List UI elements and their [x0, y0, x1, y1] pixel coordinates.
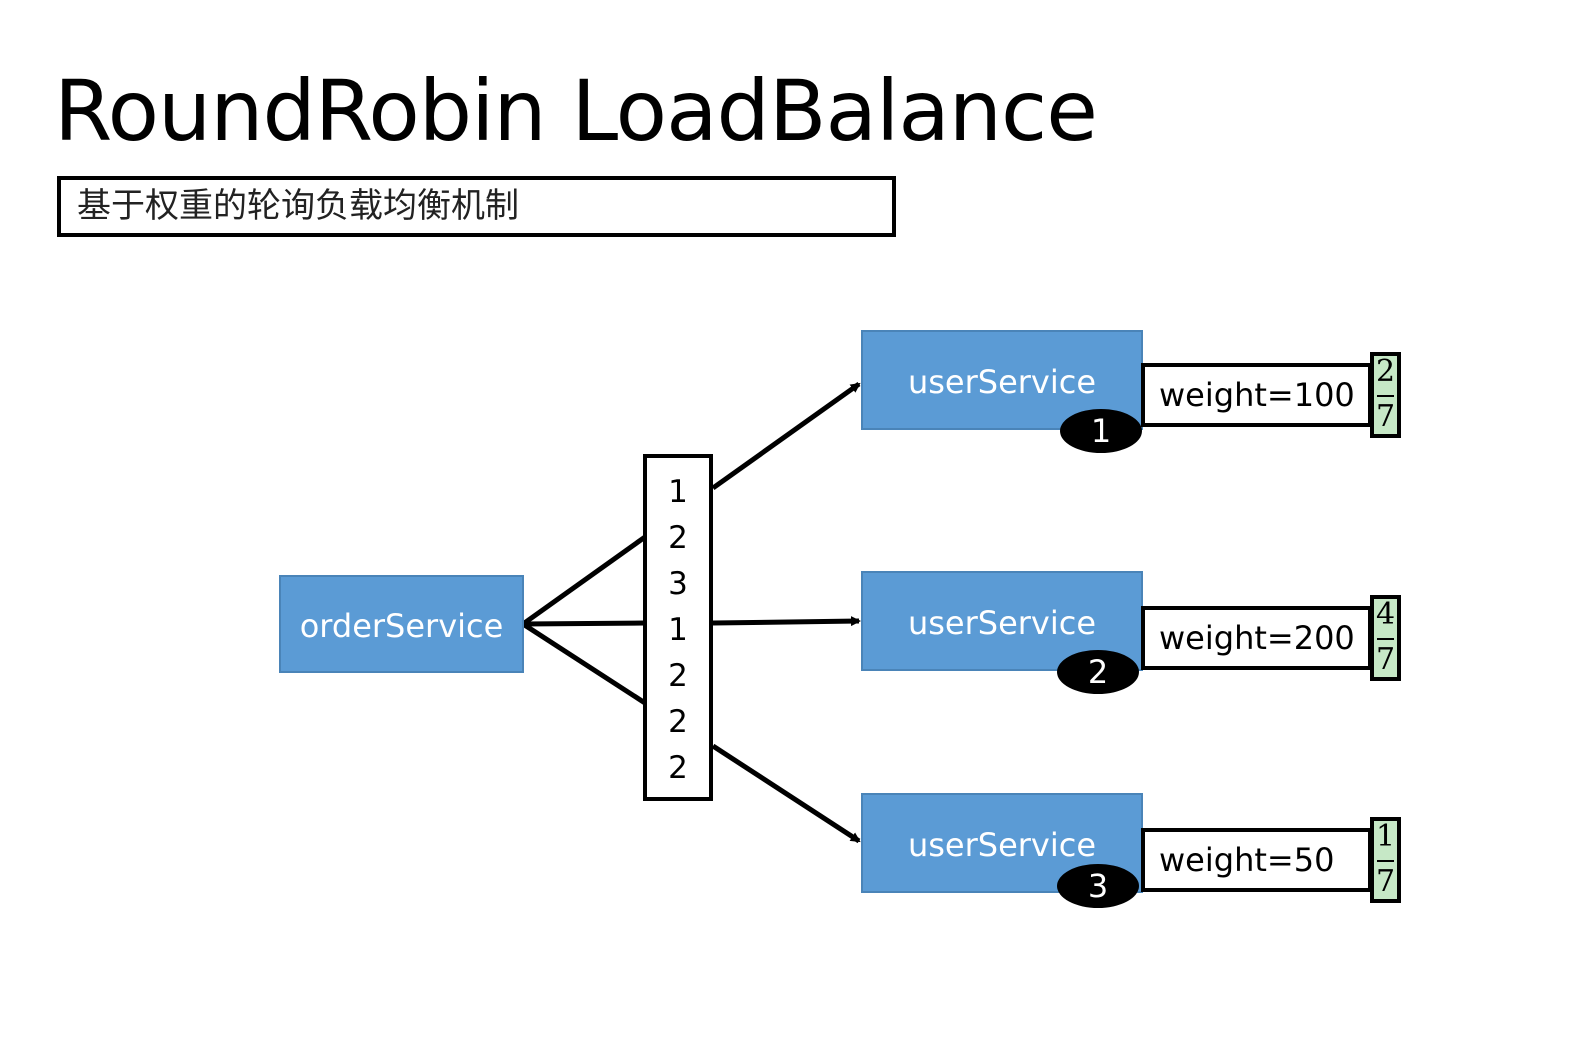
queue-item: 3 — [668, 566, 688, 602]
fraction-denominator: 7 — [1375, 864, 1396, 899]
subtitle-text: 基于权重的轮询负载均衡机制 — [77, 186, 519, 226]
queue-item: 2 — [668, 750, 688, 786]
user-service-badge-1: 1 — [1060, 409, 1142, 453]
fraction-box-1: 2 7 — [1370, 352, 1401, 438]
page-title: RoundRobin LoadBalance — [54, 62, 1098, 160]
fraction-numerator: 1 — [1375, 819, 1396, 854]
user-service-label: userService — [907, 363, 1097, 401]
user-service-badge-3: 3 — [1057, 864, 1139, 908]
fraction-numerator: 2 — [1375, 354, 1396, 389]
edge-order-to-queue-middle — [522, 620, 646, 627]
fraction-bar — [1377, 860, 1394, 862]
fraction-numerator: 4 — [1375, 597, 1396, 632]
fraction-box-3: 1 7 — [1370, 817, 1401, 903]
arrow-to-user-service-1 — [711, 381, 861, 491]
edge-order-to-queue-top — [521, 534, 647, 627]
fraction-bar — [1377, 395, 1394, 397]
fraction-denominator: 7 — [1375, 399, 1396, 434]
user-service-badge-2: 2 — [1057, 650, 1139, 694]
order-service-node: orderService — [279, 575, 524, 673]
queue-item: 2 — [668, 520, 688, 556]
arrow-to-user-service-2 — [712, 616, 861, 627]
edge-order-to-queue-bottom — [521, 621, 647, 706]
queue-item: 2 — [668, 658, 688, 694]
weight-box-1: weight=100 — [1141, 363, 1372, 427]
user-service-label: userService — [907, 826, 1097, 864]
queue-item: 2 — [668, 704, 688, 740]
order-service-label: orderService — [299, 607, 504, 645]
fraction-box-2: 4 7 — [1370, 595, 1401, 681]
queue-item: 1 — [668, 474, 688, 510]
fraction-bar — [1377, 638, 1394, 640]
arrow-to-user-service-3 — [711, 743, 861, 844]
subtitle-box: 基于权重的轮询负载均衡机制 — [57, 176, 896, 237]
user-service-label: userService — [907, 604, 1097, 642]
weight-box-3: weight=50 — [1141, 828, 1372, 892]
weight-box-2: weight=200 — [1141, 606, 1372, 670]
request-sequence-queue: 1 2 3 1 2 2 2 — [643, 454, 713, 801]
queue-item: 1 — [668, 612, 688, 648]
fraction-denominator: 7 — [1375, 642, 1396, 677]
